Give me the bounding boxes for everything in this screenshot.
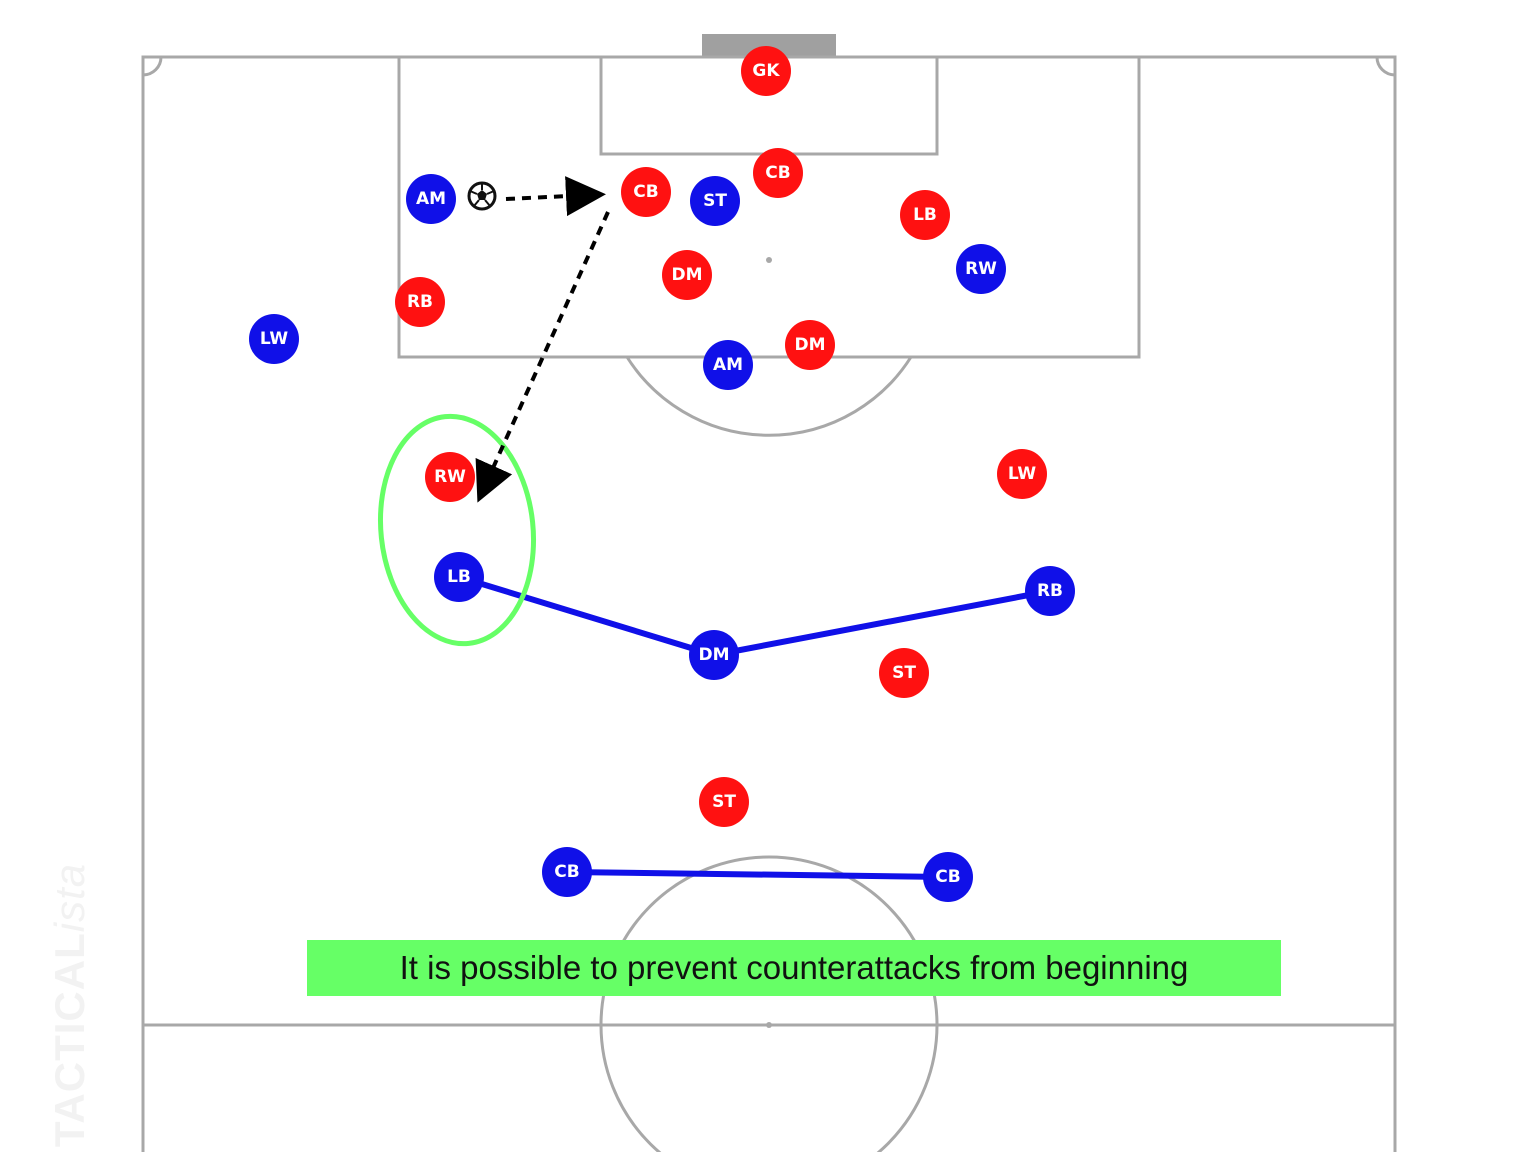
caption-banner: It is possible to prevent counterattacks… bbox=[307, 940, 1281, 996]
player-label: ST bbox=[712, 792, 736, 812]
soccer-ball-icon bbox=[467, 181, 497, 211]
player-label: RB bbox=[1037, 581, 1063, 601]
blue-player-cb: CB bbox=[542, 847, 592, 897]
red-player-lw: LW bbox=[997, 449, 1047, 499]
player-label: LW bbox=[260, 329, 289, 349]
blue-player-am: AM bbox=[406, 174, 456, 224]
blue-player-lb: LB bbox=[434, 552, 484, 602]
player-label: DM bbox=[698, 645, 729, 665]
red-player-dm: DM bbox=[785, 320, 835, 370]
red-player-lb: LB bbox=[900, 190, 950, 240]
red-player-st: ST bbox=[879, 648, 929, 698]
red-player-cb: CB bbox=[753, 148, 803, 198]
red-player-rw: RW bbox=[425, 452, 475, 502]
midfield-line bbox=[456, 574, 1053, 659]
player-label: LB bbox=[447, 567, 471, 587]
red-player-dm: DM bbox=[662, 250, 712, 300]
blue-player-rw: RW bbox=[956, 244, 1006, 294]
player-label: ST bbox=[703, 191, 727, 211]
blue-player-am: AM bbox=[703, 340, 753, 390]
pass-arrow-1 bbox=[505, 176, 606, 217]
player-label: CB bbox=[935, 867, 960, 887]
center-circle bbox=[599, 855, 939, 1152]
player-label: DM bbox=[794, 335, 825, 355]
blue-player-cb: CB bbox=[923, 852, 973, 902]
blue-player-st: ST bbox=[690, 176, 740, 226]
goal bbox=[702, 34, 836, 56]
player-label: DM bbox=[671, 265, 702, 285]
player-label: LB bbox=[913, 205, 937, 225]
blue-defensive-lines bbox=[456, 574, 1053, 880]
player-label: RW bbox=[434, 467, 466, 487]
blue-player-rb: RB bbox=[1025, 566, 1075, 616]
watermark-main: TACTICAL bbox=[46, 932, 93, 1148]
player-label: CB bbox=[554, 862, 579, 882]
player-label: AM bbox=[713, 355, 743, 375]
player-label: LW bbox=[1008, 464, 1037, 484]
player-label: CB bbox=[765, 163, 790, 183]
player-label: RB bbox=[407, 292, 433, 312]
watermark-logo: TACTICALista bbox=[46, 863, 94, 1147]
player-label: ST bbox=[892, 663, 916, 683]
highlight-ellipse bbox=[377, 413, 537, 647]
pass-arrow-2 bbox=[475, 211, 610, 503]
player-label: GK bbox=[752, 61, 780, 81]
penalty-box bbox=[397, 55, 1141, 359]
blue-player-dm: DM bbox=[689, 630, 739, 680]
center-spot bbox=[766, 1022, 772, 1028]
centre-back-line bbox=[564, 869, 951, 880]
player-label: RW bbox=[965, 259, 997, 279]
red-player-cb: CB bbox=[621, 167, 671, 217]
penalty-arc bbox=[625, 356, 913, 437]
red-player-rb: RB bbox=[395, 277, 445, 327]
blue-team: AM ST RW LW AM LB RB DM bbox=[249, 174, 1075, 902]
player-label: CB bbox=[633, 182, 658, 202]
blue-player-lw: LW bbox=[249, 314, 299, 364]
red-player-st: ST bbox=[699, 777, 749, 827]
red-player-gk: GK bbox=[741, 46, 791, 96]
penalty-spot bbox=[766, 257, 772, 263]
corner-arc-right bbox=[1375, 56, 1396, 77]
red-team: GK CB CB LB DM RB DM RW bbox=[395, 46, 1047, 827]
watermark-suffix: ista bbox=[46, 862, 93, 933]
pass-arrows bbox=[475, 176, 610, 503]
corner-arc-left bbox=[142, 56, 163, 77]
player-label: AM bbox=[416, 189, 446, 209]
